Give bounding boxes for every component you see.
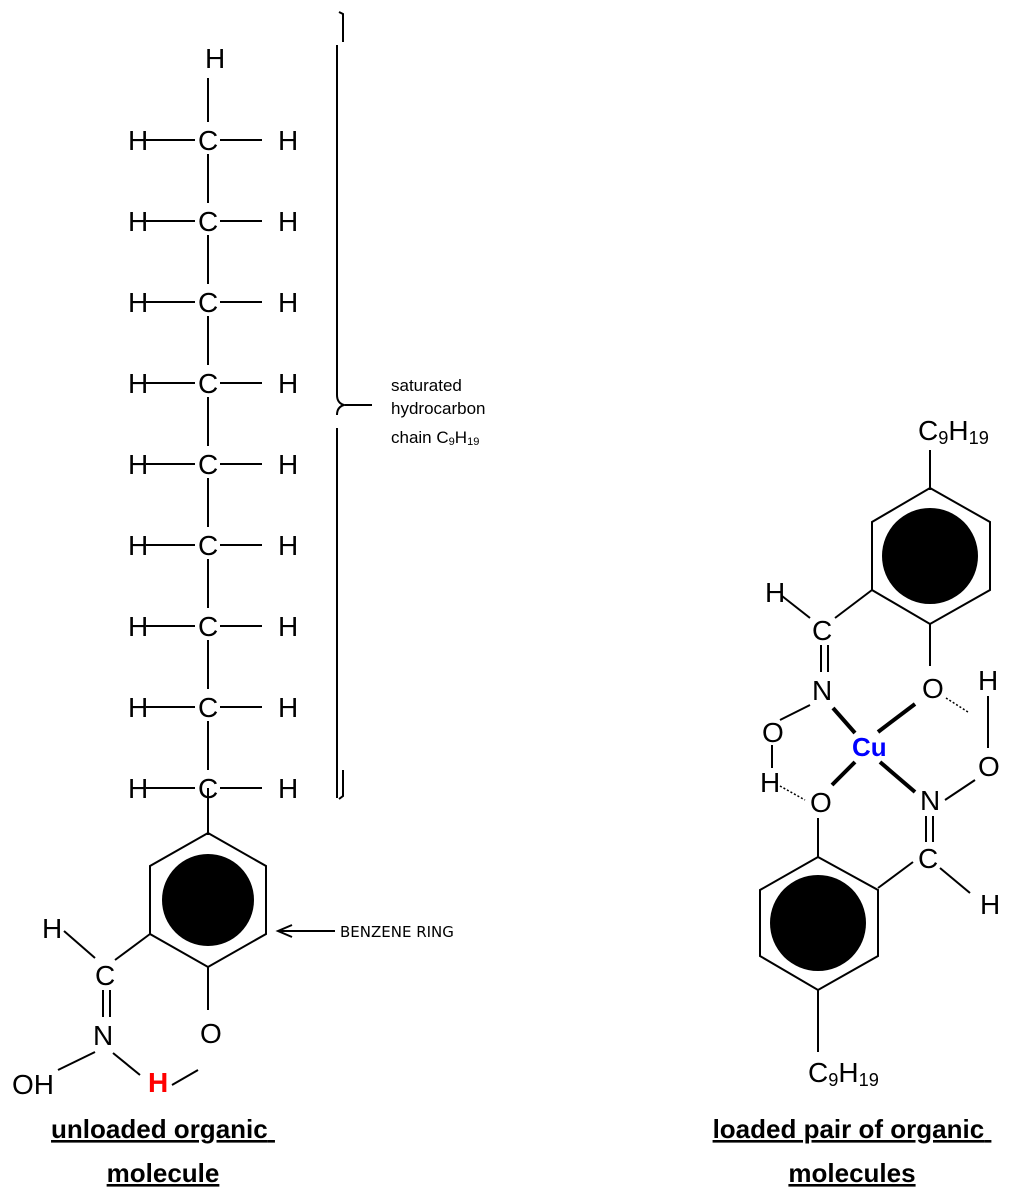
hydrogen-right: H [278,773,298,804]
benzene-ring-left [149,831,267,969]
carbon: C [198,611,218,642]
chain-label: saturated hydrocarbon chain C9H19 [391,376,490,448]
benzene-ring-top [871,486,991,626]
right-bridge-hydrogen: H [978,665,998,696]
benzene-ring-label: BENZENE RING [340,923,454,941]
benzene-ring-bottom [759,855,879,992]
hydrogen-right: H [278,692,298,723]
hydrogen-left: H [128,449,148,480]
oxime-nitrogen: N [93,1020,113,1051]
hydrogen-left: H [128,125,148,156]
hydrogen-left: H [128,692,148,723]
oxime-carbon: C [95,960,115,991]
hydrogen-right: H [278,206,298,237]
top-oxime-nitrogen: N [812,675,832,706]
bottom-oxime-hydrogen: H [980,889,1000,920]
top-oxime-hydrogen: H [765,577,785,608]
oxime-hydrogen: H [42,913,62,944]
hydrogen-right: H [278,530,298,561]
hydrogen-left: H [128,530,148,561]
right-caption: loaded pair of organic molecules [713,1114,992,1188]
hydroxyl-group: OH [12,1069,54,1100]
bottom-oxime-carbon: C [918,843,938,874]
hydrogen-right: H [278,368,298,399]
right-molecule: C9H19 O H C N O H Cu H O [713,415,1001,1188]
top-hydrogen: H [205,43,225,74]
benzene-ring-arrow [275,924,335,938]
bottom-phenol-oxygen: O [810,787,832,818]
carbon: C [198,692,218,723]
carbon: C [198,287,218,318]
carbon: C [198,368,218,399]
ring-to-oxime-bond [114,933,151,961]
carbon: C [198,449,218,480]
hydrogen-left: H [128,206,148,237]
acidic-hydrogen: H [148,1067,168,1098]
hydrogen-left: H [128,611,148,642]
left-caption: unloaded organic molecule [51,1114,275,1188]
top-oxime-carbon: C [812,615,832,646]
left-bridge-hydrogen: H [760,767,780,798]
left-oxime-oxygen: O [762,717,784,748]
carbon: C [198,530,218,561]
bottom-alkyl-group: C9H19 [808,1057,879,1090]
hydrogen-right: H [278,287,298,318]
hydrogen-left: H [128,287,148,318]
carbon: C [198,125,218,156]
top-alkyl-group: C9H19 [918,415,989,448]
top-phenol-oxygen: O [922,673,944,704]
chain-bracket [336,11,372,800]
hydrogen-right: H [278,449,298,480]
bottom-oxime-nitrogen: N [920,785,940,816]
hydrogen-right: H [278,611,298,642]
copper-atom: Cu [852,732,887,762]
hydrogen-right: H [278,125,298,156]
hydrogen-left: H [128,368,148,399]
hydrogen-left: H [128,773,148,804]
phenol-oxygen: O [200,1018,222,1049]
right-oxime-oxygen: O [978,751,1000,782]
carbon: C [198,206,218,237]
